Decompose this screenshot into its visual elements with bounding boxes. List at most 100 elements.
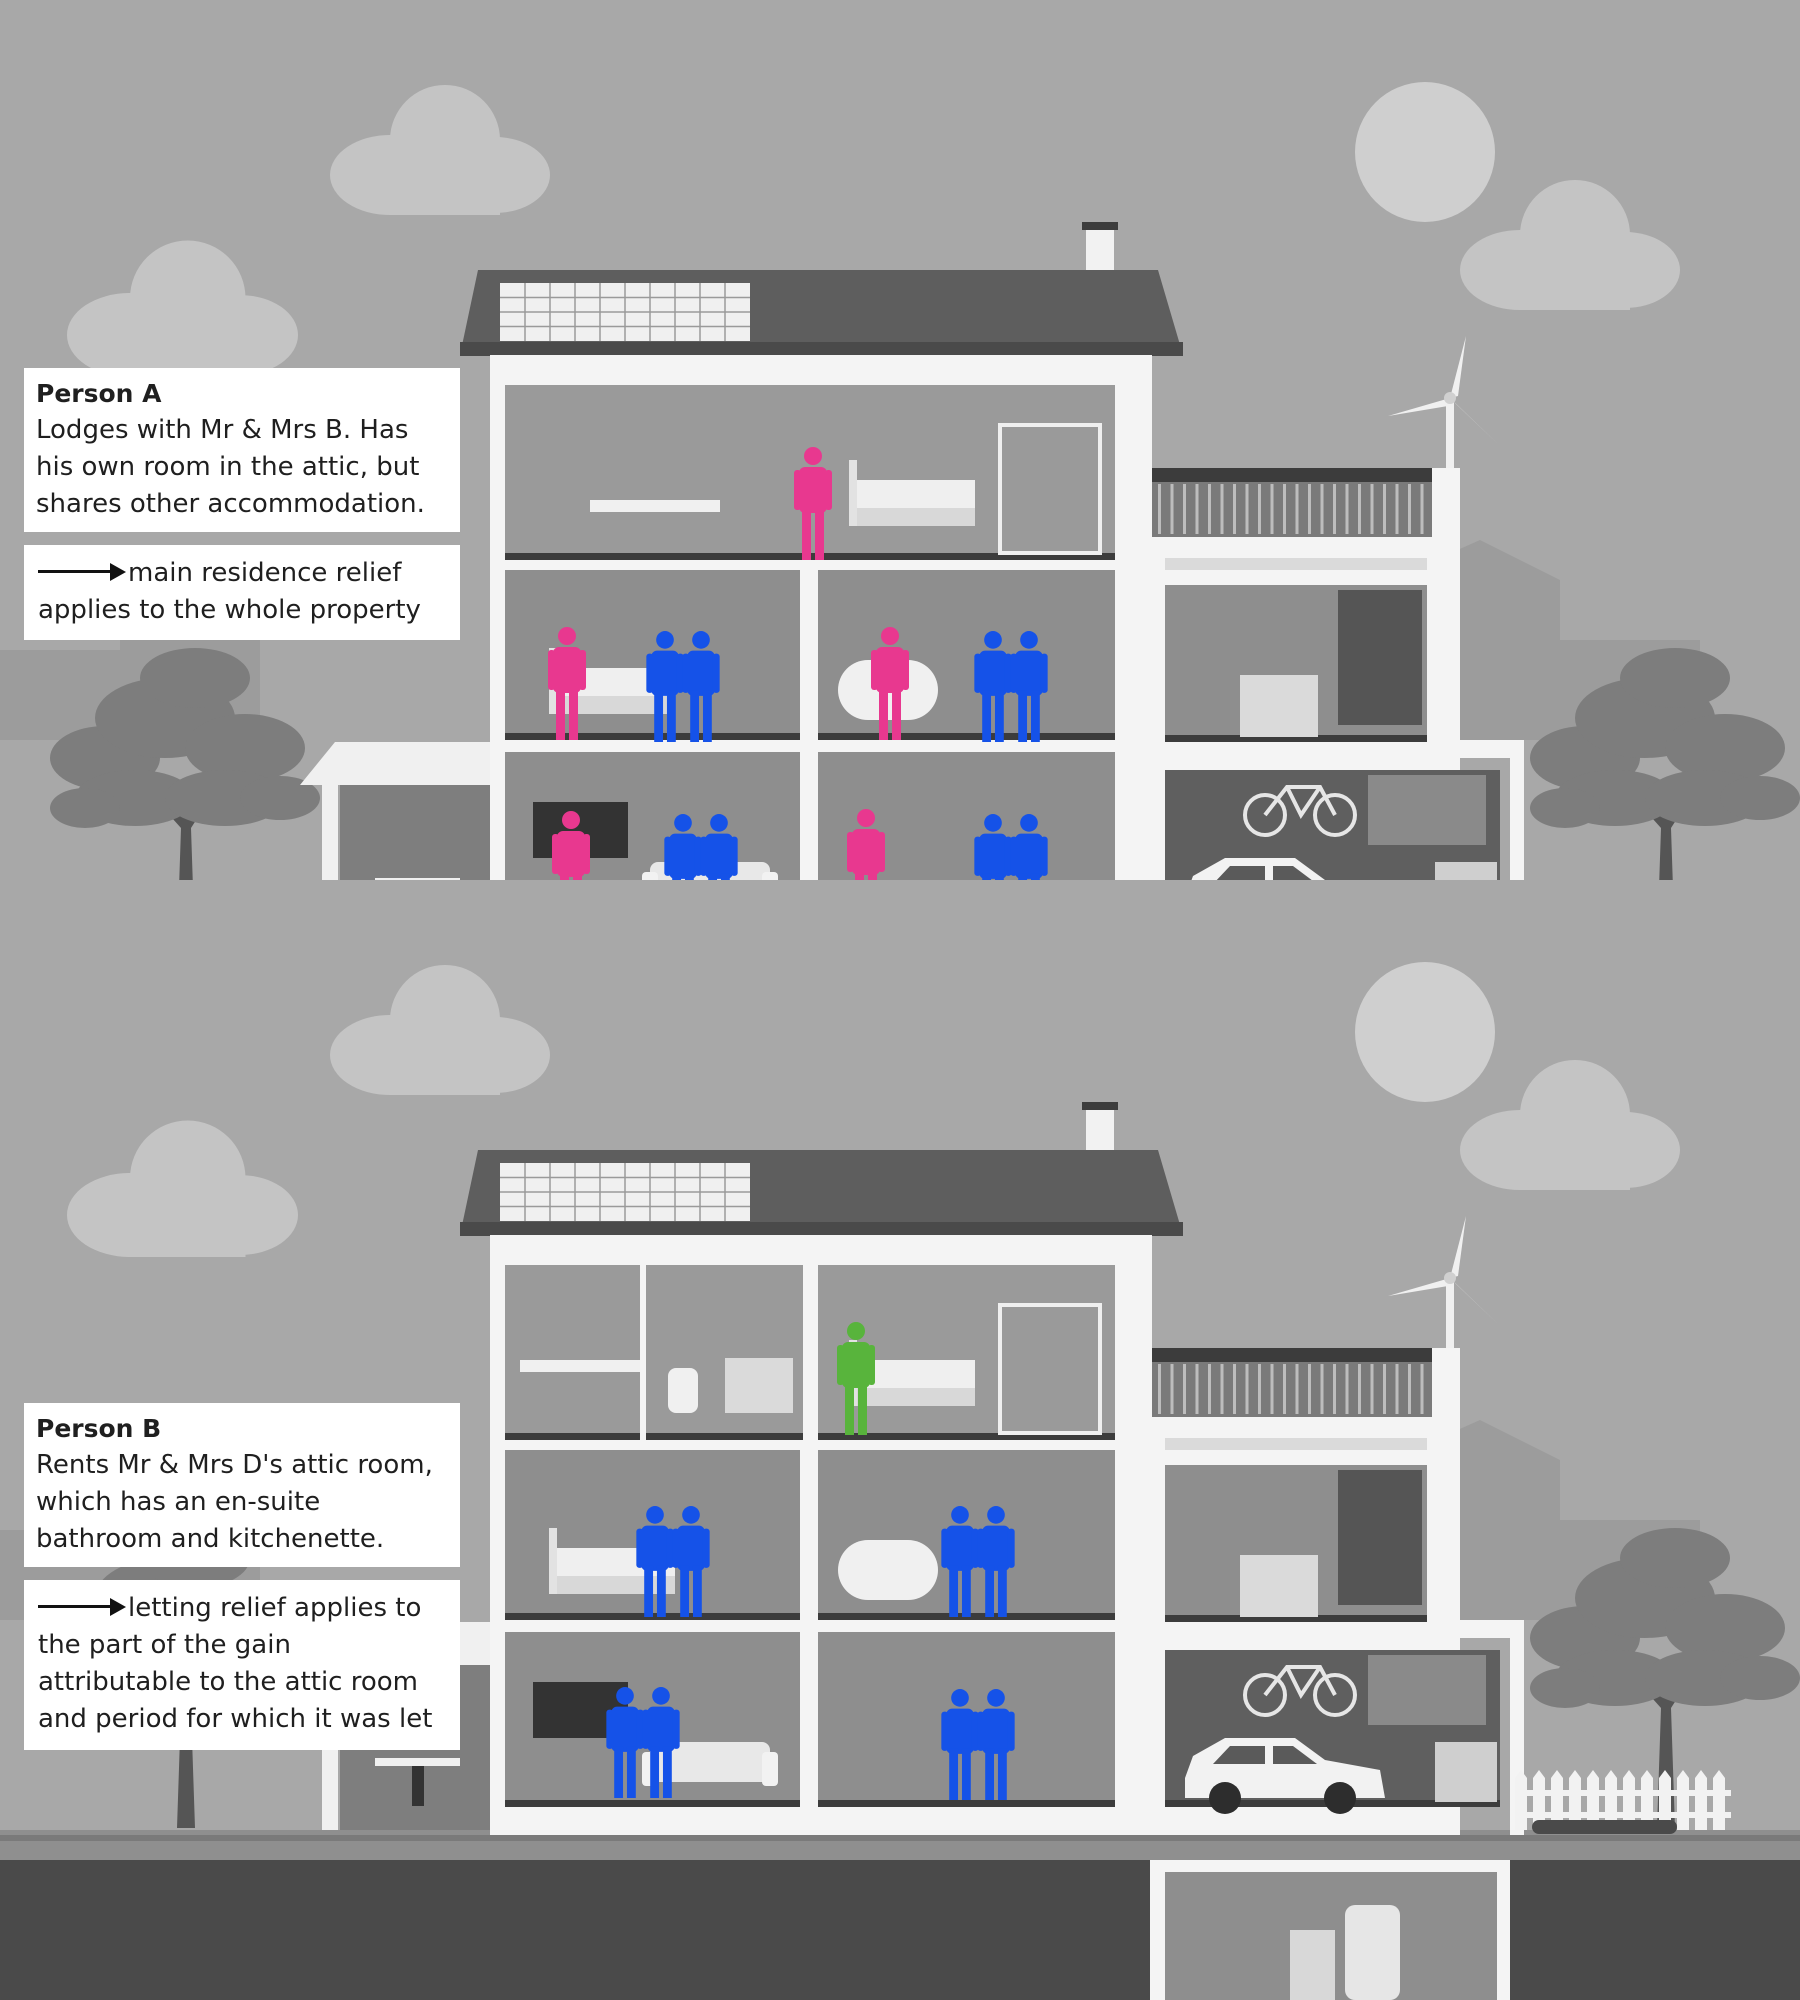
railing-bar [1370, 1364, 1374, 1414]
solar-panel-icon [500, 283, 750, 341]
wardrobe [1338, 590, 1422, 725]
railing-bar [1258, 1364, 1261, 1414]
person-icon [672, 1506, 710, 1617]
chimney [1086, 1105, 1114, 1150]
person-icon [646, 631, 684, 742]
railing-bar [1395, 484, 1399, 534]
railing-bar [1320, 1364, 1324, 1414]
sink-cabinet [1240, 675, 1318, 737]
sun-icon [1355, 962, 1495, 1102]
bed [849, 460, 975, 526]
floor [1165, 735, 1427, 742]
kitchenette-counter [520, 1360, 640, 1372]
person-icon [974, 631, 1012, 742]
garden-table-leg [412, 1766, 424, 1806]
cloud-icon [330, 965, 550, 1095]
chimney-cap [1082, 222, 1118, 230]
railing-bar [1333, 484, 1336, 534]
person-icon [1010, 631, 1048, 742]
car-icon [1185, 1738, 1385, 1814]
sofa [642, 1742, 778, 1786]
ensuite-sink [725, 1358, 793, 1413]
garden-table [375, 1758, 460, 1766]
person-b-description: Rents Mr & Mrs D's attic room, which has… [36, 1450, 433, 1554]
balcony-top [1152, 1348, 1460, 1362]
railing-bar [1320, 484, 1324, 534]
person-icon [871, 627, 909, 740]
floor [818, 733, 1115, 740]
railing-bar [1358, 484, 1361, 534]
balcony-top [1152, 468, 1460, 482]
attic-partition [640, 1265, 646, 1440]
railing-bar [1220, 484, 1224, 534]
person-a-callout: Person A Lodges with Mr & Mrs B. Has his… [24, 368, 460, 532]
railing-bar [1245, 484, 1249, 534]
railing-bar [1395, 1364, 1399, 1414]
person-icon [941, 1506, 979, 1617]
person-a-description: Lodges with Mr & Mrs B. Has his own room… [36, 415, 425, 519]
railing-bar [1195, 1364, 1199, 1414]
wardrobe [1338, 1470, 1422, 1605]
bicycle-icon [1243, 785, 1357, 837]
underground [0, 1860, 1800, 2000]
railing-bar [1208, 484, 1211, 534]
person-icon [548, 627, 586, 740]
wind-turbine-icon [1388, 1216, 1498, 1348]
railing-bar [1170, 484, 1174, 534]
pegboard [1368, 1655, 1486, 1725]
chimney [1086, 225, 1114, 270]
sink-cabinet [1240, 1555, 1318, 1617]
person-icon [794, 447, 832, 560]
railing-bar [1183, 484, 1186, 534]
person-a-relief-note: main residence relief applies to the who… [24, 545, 460, 640]
cloud-icon [1460, 180, 1680, 310]
railing-bar [1195, 484, 1199, 534]
floor [505, 733, 800, 740]
railing-bar [1383, 1364, 1386, 1414]
railing-bar [1370, 484, 1374, 534]
pegboard [1368, 775, 1486, 845]
ensuite-toilet [668, 1368, 698, 1413]
railing-bar [1283, 1364, 1286, 1414]
ceiling-strip [1165, 558, 1427, 570]
bathtub [838, 1540, 938, 1600]
railing-bar [1158, 484, 1161, 534]
ceiling-strip [1165, 1438, 1427, 1450]
person-icon [682, 631, 720, 742]
garage-drawers [1435, 1742, 1497, 1802]
bookshelf [998, 1303, 1102, 1435]
arrow-right-icon [38, 1597, 126, 1616]
railing-bar [1283, 484, 1286, 534]
person-icon [606, 1687, 644, 1798]
person-icon [636, 1506, 674, 1617]
cloud-icon [330, 85, 550, 215]
railing-bar [1333, 1364, 1336, 1414]
person-b-label: Person B [36, 1414, 162, 1443]
boiler [1290, 1930, 1335, 2000]
balcony-railing [1152, 1362, 1432, 1417]
railing-bar [1183, 1364, 1186, 1414]
railing-bar [1220, 1364, 1224, 1414]
cloud-icon [67, 1120, 298, 1257]
person-icon [642, 1687, 680, 1798]
railing-bar [1308, 1364, 1311, 1414]
sun-icon [1355, 82, 1495, 222]
floor [505, 1800, 800, 1807]
wind-turbine-icon [1388, 336, 1498, 468]
railing-bar [1308, 484, 1311, 534]
railing-bar [1158, 1364, 1161, 1414]
extension-ledge [1152, 1620, 1524, 1638]
person-icon [977, 1689, 1015, 1800]
roof-edge [460, 1222, 1183, 1236]
cloud-icon [1460, 1060, 1680, 1190]
person-a-relief-text: main residence relief applies to the who… [38, 558, 421, 625]
railing-bar [1420, 484, 1424, 534]
person-b-relief-text: letting relief applies to the part of th… [38, 1593, 433, 1734]
desk [590, 500, 720, 512]
solar-panel-icon [500, 1163, 750, 1221]
railing-bar [1345, 484, 1349, 534]
arrow-right-icon [38, 562, 126, 581]
railing-bar [1208, 1364, 1211, 1414]
carport-roof [300, 742, 490, 785]
